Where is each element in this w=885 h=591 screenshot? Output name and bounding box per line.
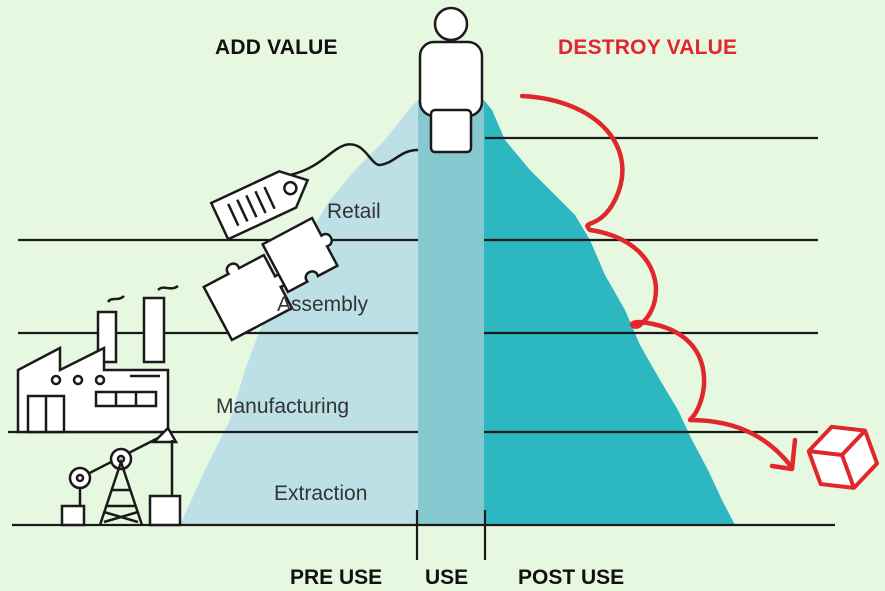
waste-cube-icon — [806, 424, 880, 490]
stage-label-extraction: Extraction — [274, 482, 368, 505]
oil-pump-icon — [60, 425, 182, 527]
phase-label-post-use: POST USE — [518, 566, 625, 589]
down-arrow-icon — [519, 93, 798, 472]
destroy-value-header: DESTROY VALUE — [558, 36, 738, 59]
puzzle-pieces-icon — [202, 216, 340, 342]
phase-label-use: USE — [425, 566, 469, 589]
stage-label-retail: Retail — [327, 200, 381, 223]
stage-label-manufacturing: Manufacturing — [216, 395, 350, 418]
factory-icon — [16, 284, 179, 434]
pre-use-area — [180, 100, 418, 525]
use-area — [418, 100, 484, 525]
price-tag-icon — [209, 143, 419, 241]
post-use-area — [484, 100, 735, 525]
person-icon — [418, 6, 484, 154]
add-value-header: ADD VALUE — [215, 36, 338, 59]
phase-label-pre-use: PRE USE — [290, 566, 383, 589]
stage-label-assembly: Assembly — [277, 293, 369, 316]
